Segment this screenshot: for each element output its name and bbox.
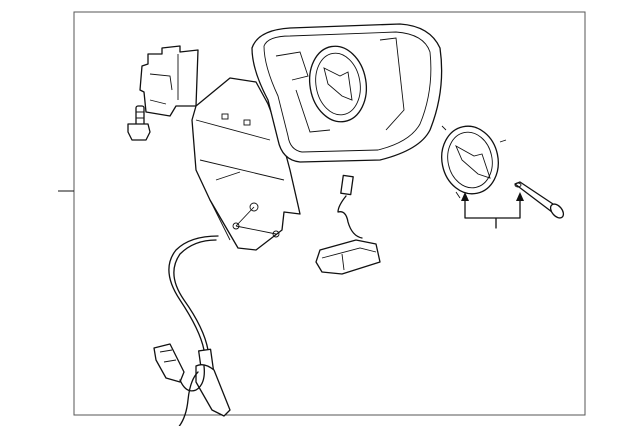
wiring-connector: [315, 174, 381, 275]
diagram-frame: [73, 11, 586, 416]
wiring-harness: [153, 235, 231, 426]
arrow-up-icon: [516, 192, 524, 201]
mirror-shell: [251, 23, 443, 163]
mirror-actuator: [441, 125, 507, 199]
callout-bracket: [461, 192, 524, 229]
connector-bracket: [139, 45, 199, 117]
mounting-bolt: [127, 105, 151, 141]
pivot-pin: [514, 181, 565, 219]
arrow-up-icon: [461, 192, 469, 201]
